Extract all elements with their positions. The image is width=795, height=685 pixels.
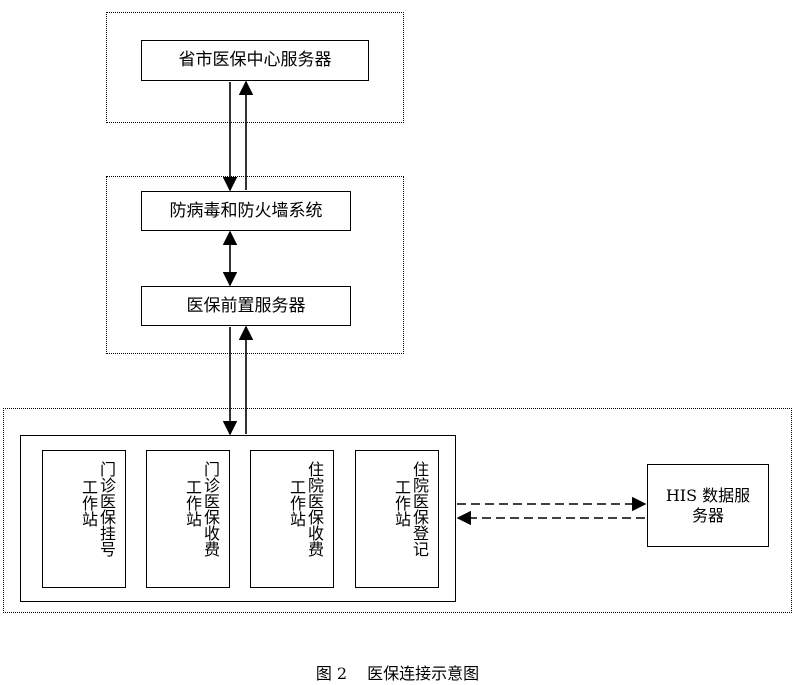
outpatient-billing-station: 门诊医保收费 工作站 [146,450,230,588]
station-label: 住院医保登记 [410,461,429,557]
station-label: 门诊医保收费 [201,461,220,557]
station-label-suffix: 工作站 [183,479,202,527]
front-server-node: 医保前置服务器 [141,286,351,326]
his-data-server-node: HIS 数据服务器 [647,464,769,547]
center-group-border [106,12,404,123]
outpatient-registration-station: 门诊医保挂号 工作站 [42,450,126,588]
figure-number: 图 2 [315,664,348,683]
station-label: 门诊医保挂号 [97,461,116,557]
figure-title: 医保连接示意图 [367,664,480,683]
station-label-suffix: 工作站 [392,479,411,527]
workstation-group-border [20,435,456,602]
provincial-center-server-node: 省市医保中心服务器 [141,40,369,81]
station-label-suffix: 工作站 [287,479,306,527]
station-label: 住院医保收费 [305,461,324,557]
inpatient-billing-station: 住院医保收费 工作站 [250,450,334,588]
hospital-group-border [3,408,792,613]
figure-caption: 图 2 医保连接示意图 [0,660,795,684]
security-group-border [106,176,404,354]
firewall-system-node: 防病毒和防火墙系统 [141,191,351,231]
inpatient-registration-station: 住院医保登记 工作站 [355,450,439,588]
station-label-suffix: 工作站 [79,479,98,527]
